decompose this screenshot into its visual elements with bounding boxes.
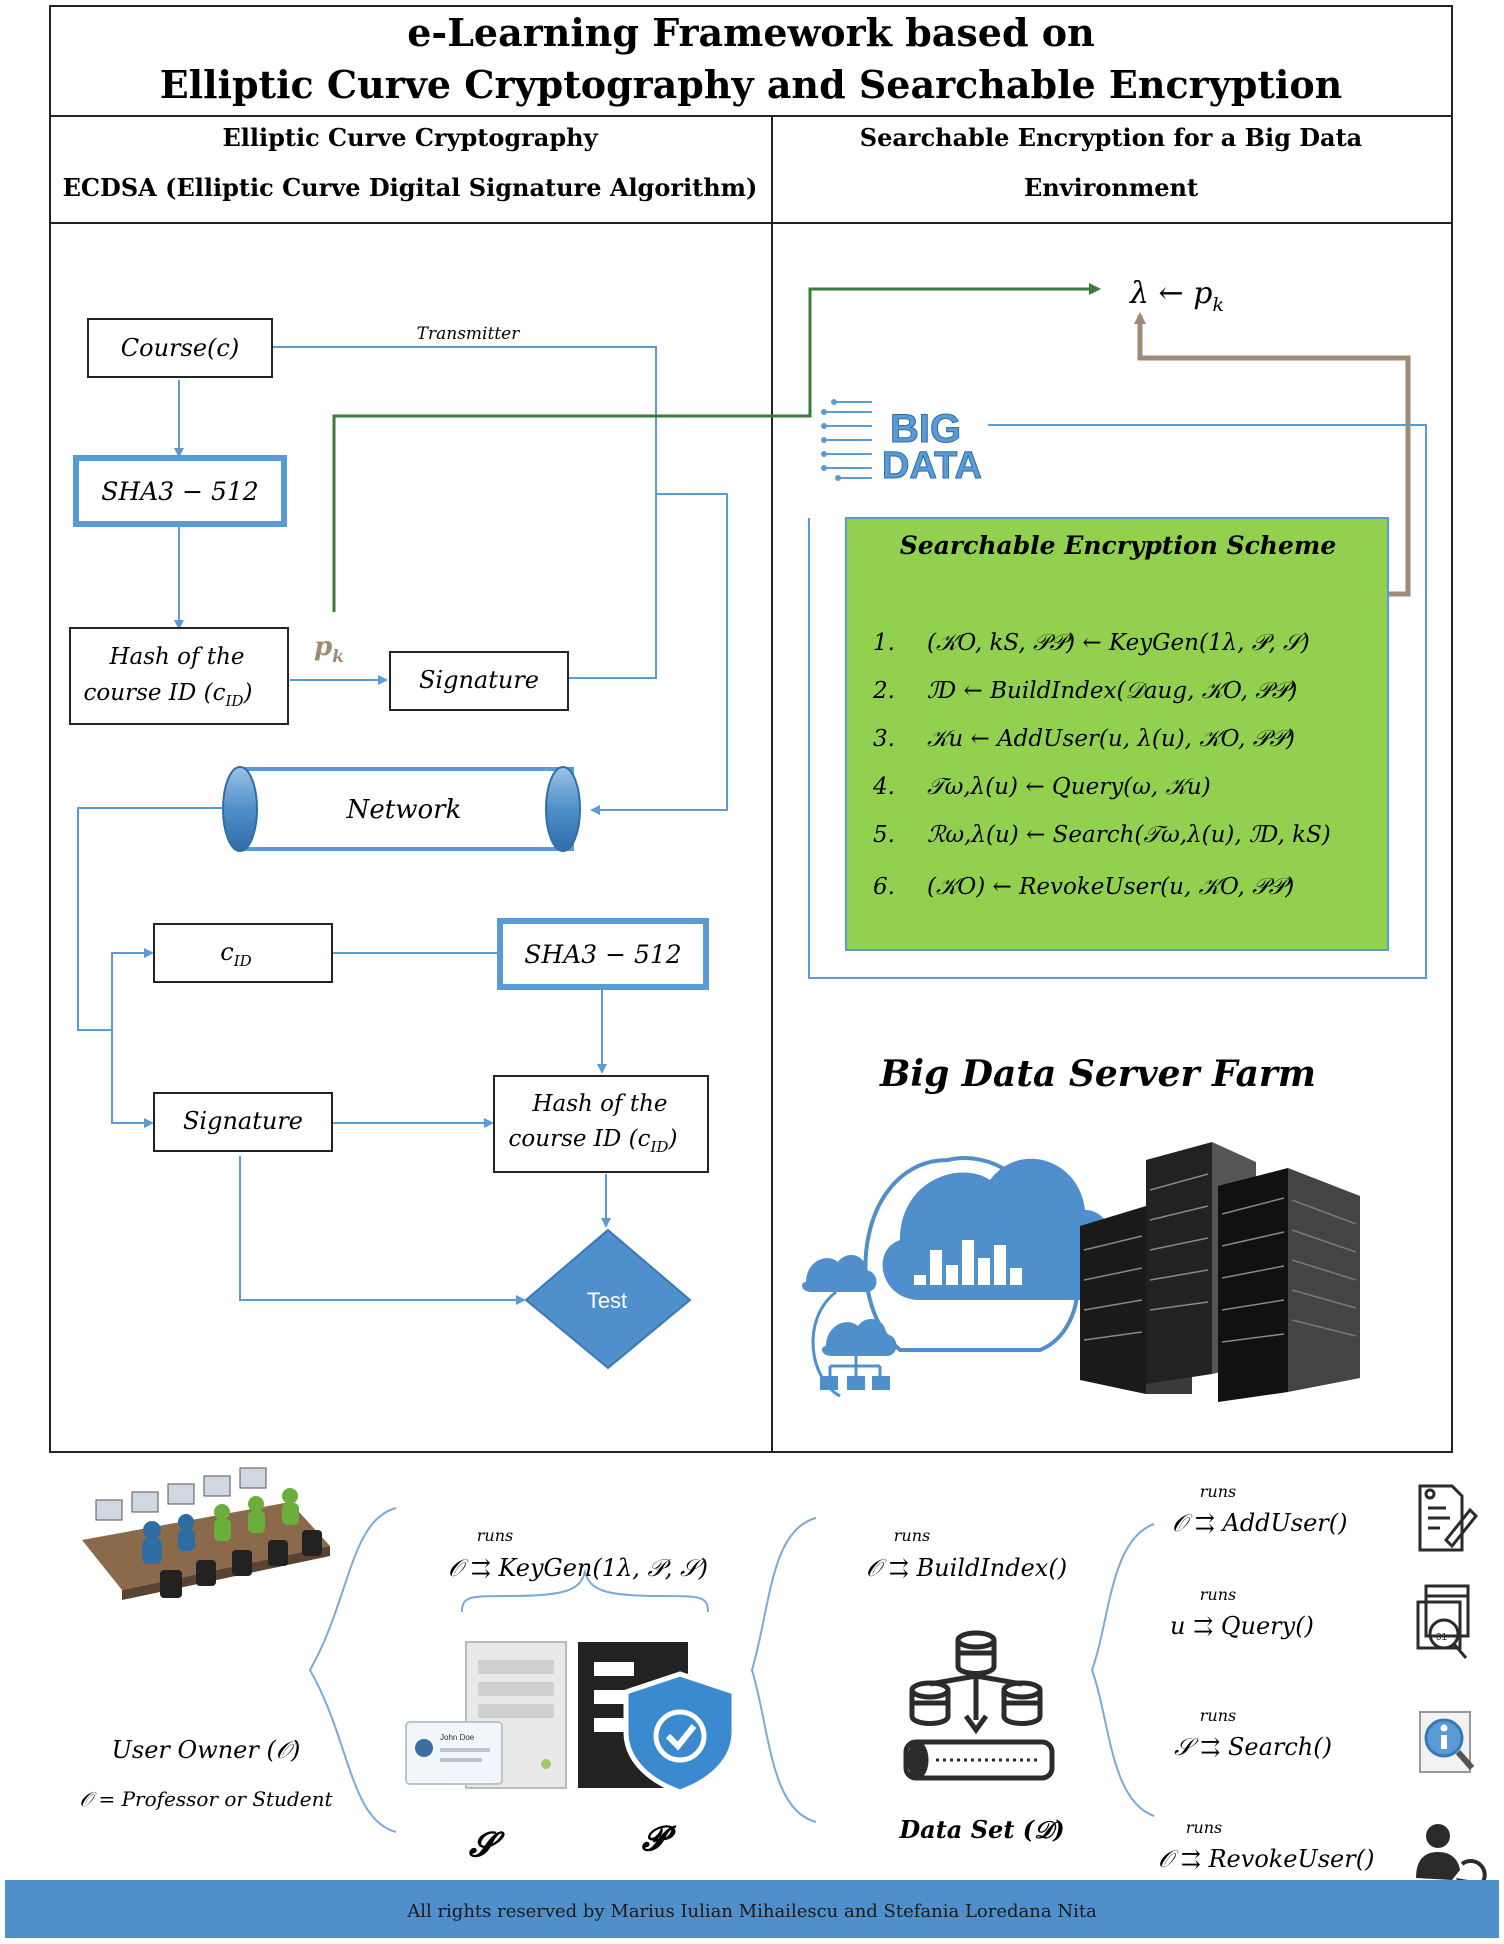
sha3-box-top <box>73 455 287 527</box>
left-header-line-1: Elliptic Curve Cryptography <box>222 123 598 152</box>
runs-label-buildindex: runs <box>894 1526 930 1545</box>
hash-box-bottom <box>493 1075 709 1173</box>
scheme-step-2-num: 2. <box>872 678 895 704</box>
dataset-icon <box>903 1630 1055 1781</box>
test-diamond <box>524 1228 692 1370</box>
scheme-step-6-text: (𝒦O) ← RevokeUser(u, 𝒦O, 𝒫𝒫) <box>927 874 1294 900</box>
user-owner-label: User Owner (𝒪) <box>112 1736 301 1764</box>
s-label: 𝓢 <box>469 1825 506 1865</box>
shield-check-icon <box>578 1642 737 1795</box>
svg-text:01: 01 <box>1436 1632 1448 1643</box>
scheme-step-5-text: ℛω,λ(u) ← Search(𝒯ω,λ(u), ℐD, kS) <box>927 822 1331 848</box>
dataset-label: Data Set (𝒟) <box>898 1815 1064 1844</box>
hash-label-top-1: Hash of the <box>108 644 244 670</box>
revokeuser-call: 𝒪 ⇉ RevokeUser() <box>1158 1845 1374 1873</box>
users-workstation-icon <box>82 1467 330 1600</box>
hash-label-bottom-1: Hash of the <box>531 1091 667 1117</box>
svg-text:BIG: BIG <box>890 407 961 451</box>
owner-definition: 𝒪 = Professor or Student <box>80 1787 334 1811</box>
pk-transfer-arrow <box>332 283 1101 612</box>
big-data-connector <box>808 424 1427 979</box>
hash-label-top-2: course ID (cID) <box>84 680 253 710</box>
left-header-line-2: ECDSA (Elliptic Curve Digital Signature … <box>63 173 758 202</box>
svg-text:DATA: DATA <box>882 445 982 487</box>
query-call: u ⇉ Query() <box>1170 1612 1314 1640</box>
cid-box <box>153 923 333 983</box>
scheme-step-2-text: ℐD ← BuildIndex(𝒟aug, 𝒦O, 𝒫𝒫) <box>927 678 1297 704</box>
network-cylinder <box>222 766 581 852</box>
big-data-logo: BIG DATA <box>821 399 982 488</box>
adduser-call: 𝒪 ⇉ AddUser() <box>1172 1509 1348 1537</box>
pk-label: pk <box>314 632 344 667</box>
scheme-step-6-num: 6. <box>873 874 895 900</box>
keygen-call: 𝒪 ⇉ KeyGen(1λ, 𝒫, 𝒮) <box>448 1554 708 1582</box>
title-line-2: Elliptic Curve Cryptography and Searchab… <box>160 62 1343 107</box>
scheme-step-3-num: 3. <box>873 726 895 752</box>
hash-label-bottom-2: course ID (cID) <box>509 1126 678 1156</box>
runs-label-keygen: runs <box>477 1526 513 1545</box>
scheme-title: Searchable Encryption Scheme <box>900 531 1336 560</box>
database-search-icon: 01 <box>1416 1584 1470 1659</box>
buildindex-call: 𝒪 ⇉ BuildIndex() <box>866 1554 1067 1582</box>
runs-label-query: runs <box>1200 1585 1236 1604</box>
main-frame <box>49 5 1453 1453</box>
signature-label-bottom: Signature <box>183 1107 303 1135</box>
flow-connectors <box>77 346 728 1305</box>
right-header-line-1: Searchable Encryption for a Big Data <box>860 123 1362 152</box>
runs-label-search: runs <box>1200 1706 1236 1725</box>
course-box <box>87 318 273 378</box>
footer-bar <box>5 1880 1499 1938</box>
scheme-step-4-text: 𝒯ω,λ(u) ← Query(ω, 𝒦u) <box>927 774 1211 800</box>
right-header-line-2: Environment <box>1024 173 1198 202</box>
info-search-icon <box>1419 1711 1475 1773</box>
sha3-box-bottom <box>497 918 709 990</box>
network-label: Network <box>346 795 462 825</box>
revoke-user-icon <box>1416 1824 1487 1891</box>
cid-label: cID <box>220 938 251 970</box>
search-call: 𝒮 ⇉ Search() <box>1174 1733 1332 1761</box>
runs-label-revokeuser: runs <box>1186 1818 1222 1837</box>
footer-text: All rights reserved by Marius Iulian Mih… <box>406 1901 1097 1922</box>
svg-text:John Doe: John Doe <box>440 1733 475 1742</box>
transmitter-label: Transmitter <box>417 324 521 344</box>
runs-label-adduser: runs <box>1200 1482 1236 1501</box>
course-label: Course(c) <box>121 334 239 362</box>
scheme-step-4-num: 4. <box>872 774 895 800</box>
signature-box-bottom <box>153 1092 333 1152</box>
sha3-label-top: SHA3 − 512 <box>101 477 258 506</box>
bracket-lines <box>308 1507 1155 1833</box>
signature-box-top <box>389 651 569 711</box>
test-label: Test <box>587 1288 627 1313</box>
p-label: 𝓟 <box>642 1819 677 1859</box>
server-rack-icon <box>1080 1142 1360 1402</box>
title-line-1: e-Learning Framework based on <box>407 10 1095 55</box>
scheme-step-5-num: 5. <box>873 822 895 848</box>
scheme-box <box>845 517 1389 951</box>
scheme-step-1-text: (𝒦O, kS, 𝒫𝒫) ← KeyGen(1λ, 𝒫, 𝒮) <box>927 630 1310 656</box>
scheme-step-1-num: 1. <box>873 630 895 656</box>
scheme-step-3-text: 𝒦u ← AddUser(u, λ(u), 𝒦O, 𝒫𝒫) <box>927 726 1295 752</box>
server-farm-title: Big Data Server Farm <box>879 1053 1316 1095</box>
signature-label-top: Signature <box>419 666 539 694</box>
id-card-icon: John Doe <box>405 1721 503 1785</box>
document-edit-icon <box>1418 1484 1479 1552</box>
scheme-steps: 1. (𝒦O, kS, 𝒫𝒫) ← KeyGen(1λ, 𝒫, 𝒮) 2. ℐD… <box>872 630 1331 900</box>
hash-box-top <box>69 627 289 725</box>
cloud-network-icon <box>802 1156 1116 1398</box>
sha3-label-bottom: SHA3 − 512 <box>524 940 681 969</box>
lambda-label: λ ← pk <box>1129 276 1224 316</box>
